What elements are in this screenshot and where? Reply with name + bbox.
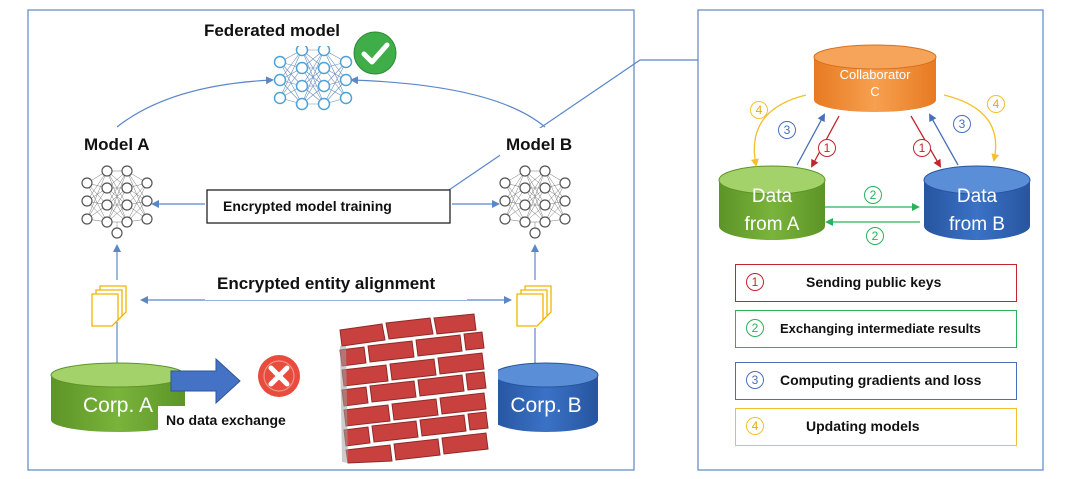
arc-model-a-to-federated	[116, 76, 274, 128]
corp-a-label: Corp. A	[82, 394, 154, 417]
legend-text-2: Exchanging intermediate results	[780, 321, 981, 336]
data-b-database-icon	[923, 165, 1031, 240]
step3-arrow-left	[796, 113, 825, 166]
federated-model-label: Federated model	[193, 16, 351, 46]
corp-a-document-stack-icon	[91, 285, 127, 327]
no-exchange-block-arrow	[170, 357, 241, 405]
corp-b-label: Corp. B	[510, 394, 582, 417]
data-b-label-line1: Data	[956, 186, 998, 207]
step4-number-left: 4	[750, 101, 768, 119]
legend-item-1: 1 Sending public keys	[735, 264, 1017, 302]
step3-number-right: 3	[953, 115, 971, 133]
model-a-neural-network-icon	[81, 165, 153, 239]
step1-number-left: 1	[818, 139, 836, 157]
legend-item-4: 4 Updating models	[735, 408, 1017, 446]
step2-number-bottom: 2	[866, 227, 884, 245]
check-icon	[353, 31, 397, 75]
step4-arrow-right	[943, 94, 1000, 162]
arc-model-b-to-federated	[350, 76, 546, 128]
step4-number-right: 4	[987, 95, 1005, 113]
step2-number-top: 2	[864, 186, 882, 204]
model-a-label: Model A	[78, 128, 172, 162]
left-panel	[27, 9, 635, 471]
legend-number-4: 4	[746, 417, 764, 435]
federated-model-neural-network-icon	[273, 43, 353, 111]
no-exchange-label: No data exchange	[158, 406, 324, 434]
step3-number-left: 3	[778, 121, 796, 139]
legend-text-3: Computing gradients and loss	[780, 372, 982, 388]
collaborator-label-line2: C	[870, 84, 880, 99]
legend-number-3: 3	[746, 371, 764, 389]
encrypted-training-label: Encrypted model training	[217, 193, 439, 219]
cross-icon	[258, 355, 300, 397]
legend-text-4: Updating models	[806, 418, 920, 434]
right-panel	[697, 9, 1044, 471]
legend-text-1: Sending public keys	[806, 274, 942, 290]
model-b-neural-network-icon	[499, 165, 571, 239]
model-b-label: Model B	[500, 128, 592, 162]
collaborator-database-icon	[813, 44, 937, 112]
data-a-label-line2: from A	[744, 214, 800, 235]
legend-number-1: 1	[746, 273, 764, 291]
collaborator-label-line1: Collaborator	[839, 67, 911, 82]
data-a-database-icon	[718, 165, 826, 240]
data-b-label-line2: from B	[949, 214, 1005, 235]
corp-b-database-icon	[493, 362, 599, 432]
firewall-icon	[326, 313, 498, 467]
legend-item-2: 2 Exchanging intermediate results	[735, 310, 1017, 348]
corp-a-database-icon	[50, 362, 186, 432]
corp-b-document-stack-icon	[516, 285, 552, 327]
legend-item-3: 3 Computing gradients and loss	[735, 362, 1017, 400]
legend-number-2: 2	[746, 319, 764, 337]
data-a-label-line1: Data	[751, 186, 793, 207]
zoom-connector	[445, 59, 698, 193]
encrypted-alignment-label: Encrypted entity alignment	[205, 268, 467, 300]
step1-number-right: 1	[913, 139, 931, 157]
step4-arrow-left	[750, 94, 807, 167]
step3-arrow-right	[929, 113, 959, 166]
